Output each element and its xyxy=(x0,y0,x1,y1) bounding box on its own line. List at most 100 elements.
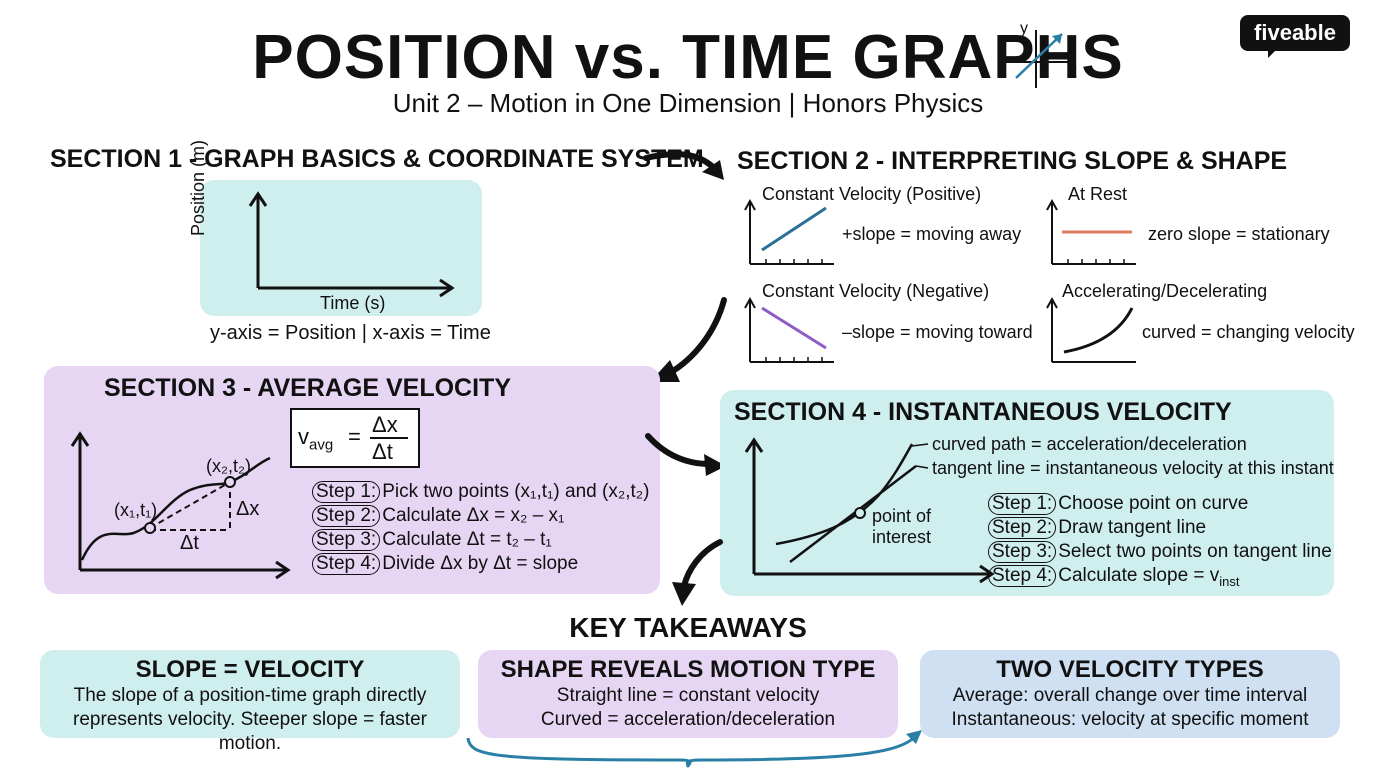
step-tag: Step 4: xyxy=(312,553,381,575)
section4-step-4: Step 4:Calculate slope = vinst xyxy=(988,564,1332,589)
section4-note-curved: curved path = acceleration/deceleration xyxy=(932,434,1247,454)
takeaways-title: KEY TAKEAWAYS xyxy=(569,612,807,643)
takeaway-card-2: SHAPE REVEALS MOTION TYPE Straight line … xyxy=(478,650,898,738)
section3-dt-label: Δt xyxy=(180,532,199,554)
section2-card3-graph xyxy=(744,296,834,363)
step-tag: Step 2: xyxy=(988,517,1057,539)
section2-card2-desc: zero slope = stationary xyxy=(1148,224,1330,244)
section1-axes xyxy=(248,191,455,298)
section4-title: SECTION 4 - INSTANTANEOUS VELOCITY xyxy=(734,398,1232,426)
page-subtitle: Unit 2 – Motion in One Dimension | Honor… xyxy=(392,88,984,118)
avg-velocity-formula: vavg = Δx Δt xyxy=(290,408,420,468)
step-text: Choose point on curve xyxy=(1058,493,1249,514)
takeaway-card-3-line2: Instantaneous: velocity at specific mome… xyxy=(951,709,1309,730)
formula-v: v xyxy=(298,424,309,449)
fiveable-logo: fiveable xyxy=(1240,15,1350,51)
section3-step-1: Step 1:Pick two points (x₁,t₁) and (x₂,t… xyxy=(312,480,649,504)
step-text: Draw tangent line xyxy=(1058,517,1207,538)
step-text: Calculate Δt = t₂ – t₁ xyxy=(382,529,552,550)
takeaway-card-3-line1: Average: overall change over time interv… xyxy=(952,685,1308,706)
section3-point2-label: (x₂,t₂) xyxy=(206,456,251,476)
section1-graph-panel xyxy=(200,180,482,316)
section3-step-3: Step 3:Calculate Δt = t₂ – t₁ xyxy=(312,528,649,552)
step-text: Pick two points (x₁,t₁) and (x₂,t₂) xyxy=(382,481,650,502)
section2-card1-graph xyxy=(744,198,834,265)
section2-card3-title: Constant Velocity (Negative) xyxy=(762,281,990,301)
formula-bar xyxy=(370,437,408,439)
step-text: Calculate Δx = x₂ – x₁ xyxy=(382,505,565,526)
arrow-s1-s2 xyxy=(643,151,724,180)
section4-steps: Step 1:Choose point on curve Step 2:Draw… xyxy=(988,492,1332,589)
section4-point-label-2: interest xyxy=(872,527,932,547)
takeaway-card-1: SLOPE = VELOCITY The slope of a position… xyxy=(40,650,460,754)
formula-sub: avg xyxy=(309,436,334,454)
section1-ylabel: Position (m) xyxy=(188,139,208,236)
position-curve xyxy=(80,456,271,561)
formula-den: Δt xyxy=(372,439,393,464)
section3-graph xyxy=(70,431,291,580)
section4-step-2: Step 2:Draw tangent line xyxy=(988,516,1332,540)
section1-caption: y-axis = Position | x-axis = Time xyxy=(210,322,491,344)
step-tag: Step 1: xyxy=(988,493,1057,515)
vinst-sub: inst xyxy=(1219,573,1240,589)
section3-step-2: Step 2:Calculate Δx = x₂ – x₁ xyxy=(312,504,649,528)
section4-step-3: Step 3:Select two points on tangent line xyxy=(988,540,1332,564)
section3-step-4: Step 4:Divide Δx by Δt = slope xyxy=(312,552,649,576)
point1 xyxy=(144,522,156,534)
takeaway-card-1-line1: The slope of a position-time graph direc… xyxy=(73,685,427,706)
takeaway-card-1-line2: represents velocity. Steeper slope = fas… xyxy=(73,709,427,754)
axis-icon-x-label: x xyxy=(1069,64,1077,81)
step-text: Select two points on tangent line xyxy=(1058,541,1332,562)
takeaway-card-2-line2: Curved = acceleration/deceleration xyxy=(540,709,836,730)
takeaway-card-3-title: TWO VELOCITY TYPES xyxy=(996,656,1264,683)
section2-card1-title: Constant Velocity (Positive) xyxy=(762,184,982,204)
section4-point-label-1: point of xyxy=(872,506,932,526)
point-of-interest xyxy=(854,507,866,519)
logo-tail xyxy=(1268,49,1277,58)
section4-step-1: Step 1:Choose point on curve xyxy=(988,492,1332,516)
section3-dx-label: Δx xyxy=(236,498,260,520)
formula-num: Δx xyxy=(372,412,398,437)
section2-card2-title: At Rest xyxy=(1068,184,1128,204)
bottom-brace-arrow xyxy=(466,730,922,768)
step-tag: Step 3: xyxy=(988,541,1057,563)
section2-card2-graph xyxy=(1046,198,1136,265)
takeaway-card-2-line1: Straight line = constant velocity xyxy=(556,685,820,706)
section2-title: SECTION 2 - INTERPRETING SLOPE & SHAPE xyxy=(737,147,1288,175)
axes-icon xyxy=(1014,30,1070,88)
step-tag: Step 1: xyxy=(312,481,381,503)
section3-title: SECTION 3 - AVERAGE VELOCITY xyxy=(104,374,511,402)
section2-card4-graph xyxy=(1046,296,1136,363)
section4-note-tangent: tangent line = instantaneous velocity at… xyxy=(932,458,1334,478)
arrow-s3-s4 xyxy=(645,433,726,476)
section3-panel xyxy=(44,366,660,594)
step-tag: Step 2: xyxy=(312,505,381,527)
negative-slope-line xyxy=(761,306,827,350)
step-tag: Step 4: xyxy=(988,565,1057,587)
formula-eq: = xyxy=(348,424,361,449)
section3-point1-label: (x₁,t₁) xyxy=(114,500,158,520)
takeaway-card-2-title: SHAPE REVEALS MOTION TYPE xyxy=(500,656,876,683)
page-title: POSITION vs. TIME GRAPHS xyxy=(252,23,1124,92)
section2-card3-desc: –slope = moving toward xyxy=(842,322,1033,342)
positive-slope-line xyxy=(761,206,827,252)
section4-graph xyxy=(744,437,995,584)
step-text: Divide Δx by Δt = slope xyxy=(382,553,579,574)
secant-line xyxy=(149,481,231,529)
takeaway-card-1-title: SLOPE = VELOCITY xyxy=(135,656,365,683)
section2-card4-title: Accelerating/Decelerating xyxy=(1062,281,1268,301)
section3-steps: Step 1:Pick two points (x₁,t₁) and (x₂,t… xyxy=(312,480,649,576)
arrow-s4-takeaways xyxy=(672,539,723,606)
axis-icon-y-label: y xyxy=(1020,20,1028,37)
step-text: Calculate slope = v xyxy=(1058,565,1220,586)
tangent-line xyxy=(789,465,917,563)
curved-line xyxy=(1063,307,1134,354)
section2-card4-desc: curved = changing velocity xyxy=(1142,322,1355,342)
section1-title: SECTION 1 - GRAPH BASICS & COORDINATE SY… xyxy=(50,145,704,173)
step-tag: Step 3: xyxy=(312,529,381,551)
section2-card1-desc: +slope = moving away xyxy=(842,224,1022,244)
curved-path xyxy=(775,443,914,546)
point2 xyxy=(224,476,236,488)
takeaway-card-3: TWO VELOCITY TYPES Average: overall chan… xyxy=(920,650,1340,738)
section1-xlabel: Time (s) xyxy=(320,293,386,313)
